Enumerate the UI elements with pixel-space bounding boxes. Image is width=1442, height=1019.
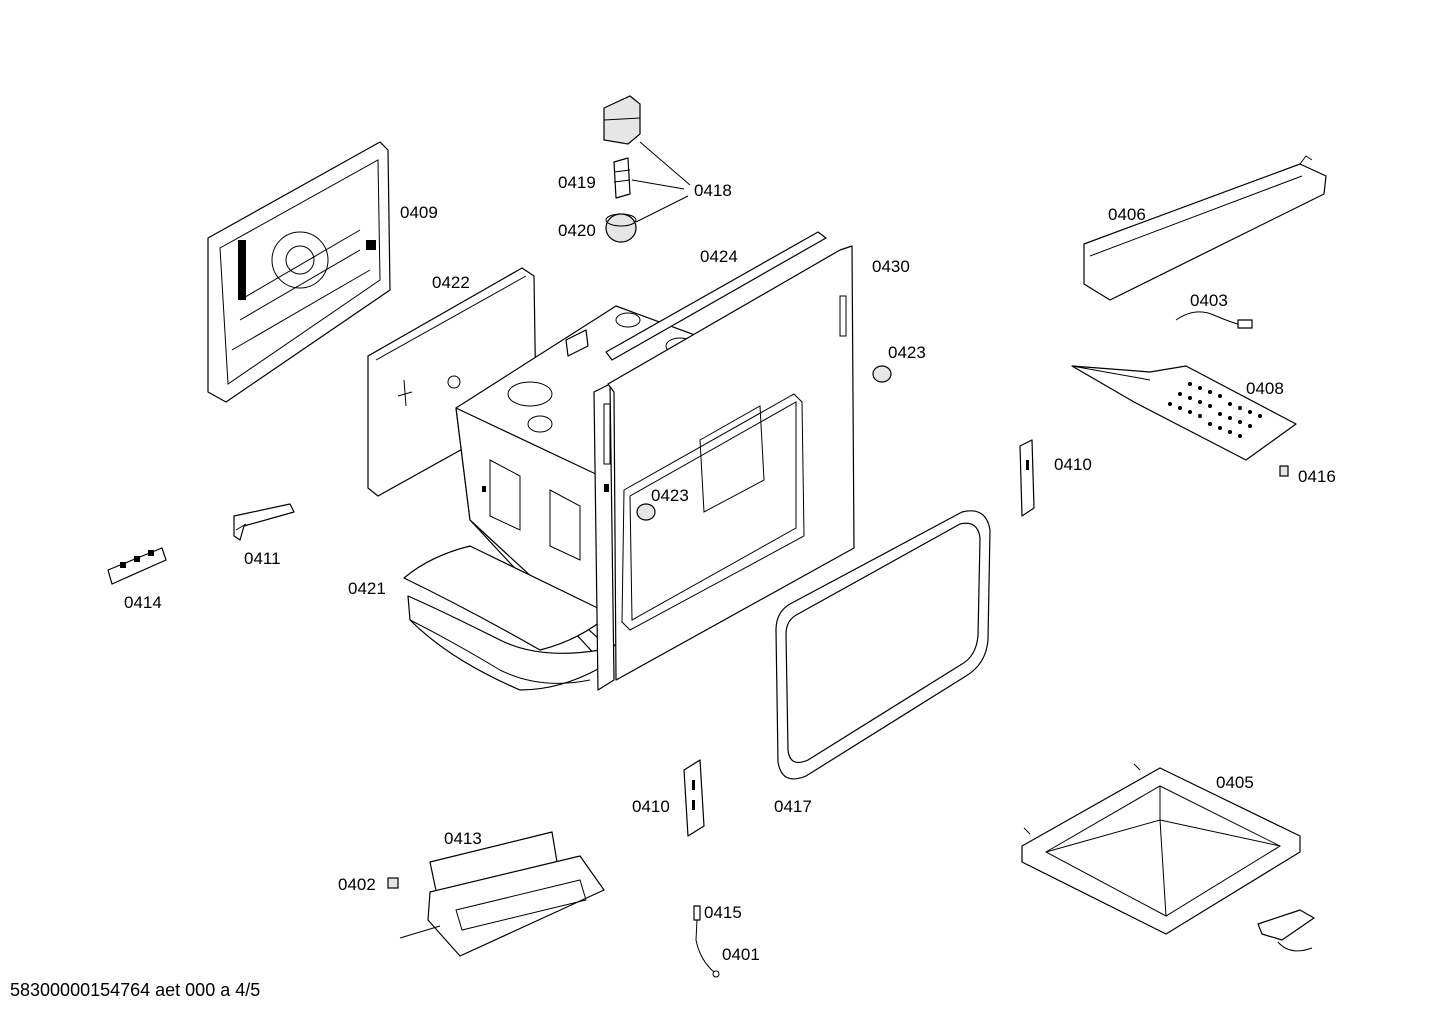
- part-bushing-upper: [872, 365, 892, 383]
- label-0417: 0417: [774, 797, 812, 816]
- part-bushing-lower: [636, 503, 656, 521]
- label-0408: 0408: [1246, 379, 1284, 398]
- label-0415: 0415: [704, 903, 742, 922]
- label-0430: 0430: [872, 257, 910, 276]
- part-hinge-upper: [1019, 439, 1035, 517]
- part-bottom-tray: [1021, 763, 1301, 935]
- part-bottom-insulation: [403, 545, 611, 691]
- part-back-panel: [207, 141, 391, 403]
- label-0422: 0422: [432, 273, 470, 292]
- label-0423-lower: 0423: [651, 486, 689, 505]
- label-0418: 0418: [694, 181, 732, 200]
- document-footer-code: 58300000154764 aet 000 a 4/5: [10, 980, 261, 1000]
- label-0406: 0406: [1108, 205, 1146, 224]
- part-hinge-lower: [683, 759, 705, 837]
- part-front-frame: [593, 245, 855, 691]
- part-probe-wire: [693, 905, 720, 978]
- part-terminal-block: [107, 547, 167, 585]
- label-0401: 0401: [722, 945, 760, 964]
- label-0414: 0414: [124, 593, 162, 612]
- part-door-gasket: [775, 510, 991, 780]
- label-0419: 0419: [558, 173, 596, 192]
- part-bracket: [233, 503, 295, 541]
- part-lamp-assembly: [603, 95, 691, 243]
- part-cover-plate: [1083, 155, 1327, 301]
- label-0409: 0409: [400, 203, 438, 222]
- part-tray-bracket: [1257, 909, 1315, 952]
- label-0424: 0424: [700, 247, 738, 266]
- part-heating-element: [399, 831, 605, 957]
- label-0416: 0416: [1298, 467, 1336, 486]
- part-nut: [387, 877, 399, 889]
- part-perforated-shield: [1071, 365, 1297, 461]
- part-sensor: [1175, 311, 1253, 329]
- label-0413: 0413: [444, 829, 482, 848]
- part-labels: 0409 0422 0419 0418 0420 0424 0430 0423 …: [124, 173, 1336, 964]
- label-0410-lower: 0410: [632, 797, 670, 816]
- label-0420: 0420: [558, 221, 596, 240]
- label-0410-upper: 0410: [1054, 455, 1092, 474]
- label-0421: 0421: [348, 579, 386, 598]
- label-0402: 0402: [338, 875, 376, 894]
- part-clip: [1279, 465, 1289, 477]
- label-0405: 0405: [1216, 773, 1254, 792]
- label-0403: 0403: [1190, 291, 1228, 310]
- label-0411: 0411: [244, 549, 281, 568]
- label-0423-upper: 0423: [888, 343, 926, 362]
- part-top-rail: [565, 231, 827, 361]
